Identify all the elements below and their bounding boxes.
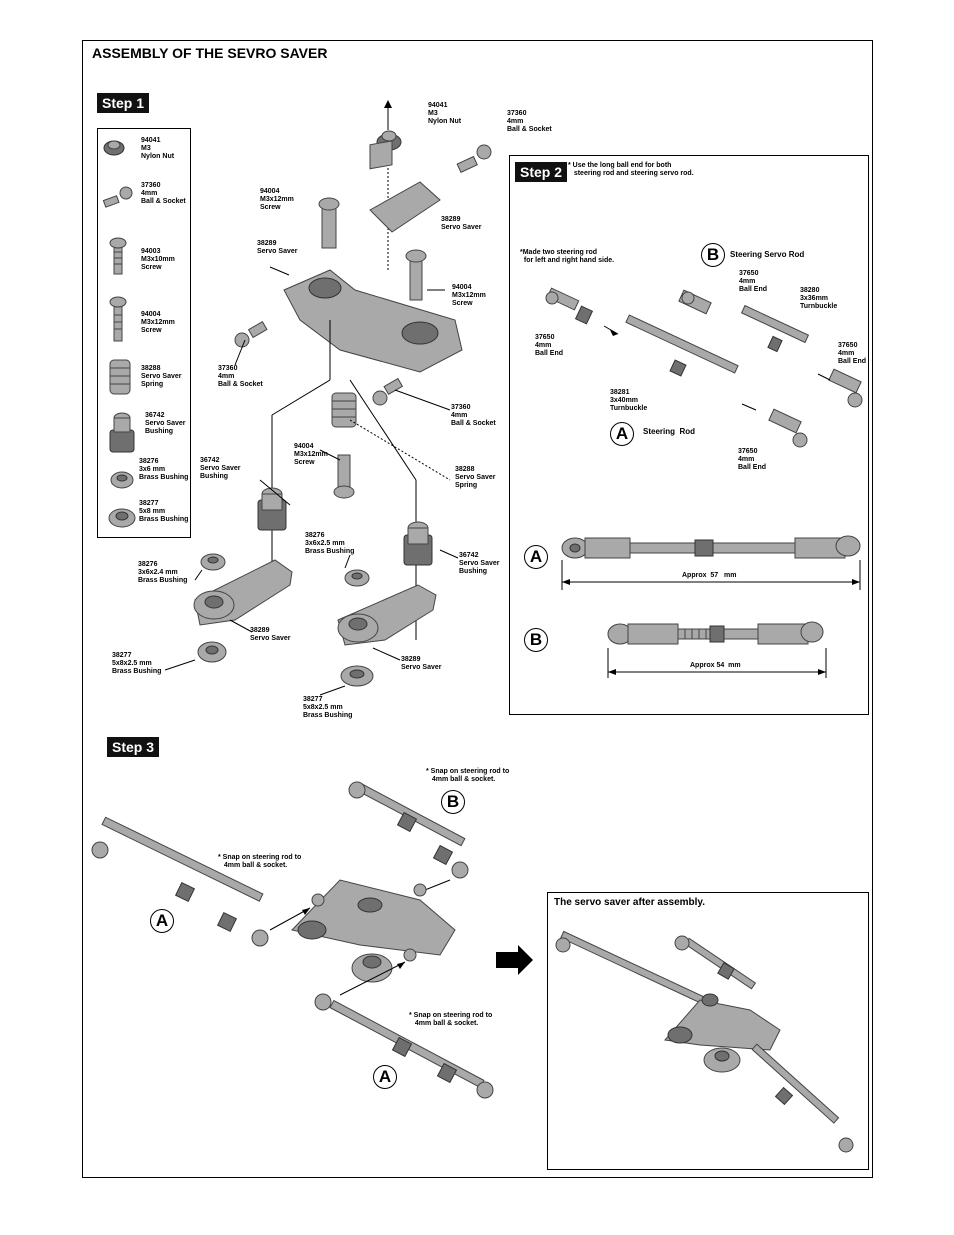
callout-ball-socket-top: 37360 4mm Ball & Socket	[507, 110, 552, 133]
callout-nylon-nut: 94041 M3 Nylon Nut	[428, 102, 462, 125]
parts-list-spring: 38288 Servo Saver Spring	[141, 365, 181, 389]
letter-a-step3-bottom: A	[373, 1065, 397, 1089]
snap-note-top: * Snap on steering rod to 4mm ball & soc…	[426, 768, 510, 783]
after-assembly-title: The servo saver after assembly.	[554, 897, 706, 908]
part-number: 94003	[141, 248, 161, 255]
step2-box	[509, 155, 869, 715]
part-desc: 4mm Ball & Socket	[141, 190, 186, 205]
callout-screw-a: 94004 M3x12mm Screw	[260, 188, 294, 211]
part-number: 94041	[141, 137, 161, 144]
callout-ball-end-b-right: 37650 4mm Ball End	[838, 342, 867, 365]
snap-note-left: * Snap on steering rod to 4mm ball & soc…	[218, 854, 302, 869]
measure-a-text: Approx 57 mm	[682, 572, 737, 579]
part-number: 38277	[139, 500, 159, 507]
letter-b-step3: B	[441, 790, 465, 814]
callout-ball-socket-left: 37360 4mm Ball & Socket	[218, 365, 263, 388]
step3-exploded	[91, 781, 533, 1099]
parts-list-screw-12: 94004 M3x12mm Screw	[141, 311, 175, 335]
parts-list-nylon-nut: 94041 M3 Nylon Nut	[141, 137, 174, 161]
step1-exploded-view	[164, 100, 492, 696]
part-desc: M3x10mm Screw	[141, 256, 175, 271]
callout-servo-saver-top: 38289 Servo Saver	[441, 216, 482, 231]
part-number: 38276	[139, 458, 159, 465]
callout-servo-saver-bl: 38289 Servo Saver	[250, 627, 291, 642]
step2-rod-a-measure	[561, 535, 861, 590]
parts-list-bushing: 36742 Servo Saver Bushing	[145, 412, 185, 436]
letter-a-measure: A	[524, 545, 548, 569]
parts-list-brass-3x6: 38276 3x6 mm Brass Bushing	[139, 458, 188, 482]
parts-list-brass-5x8: 38277 5x8 mm Brass Bushing	[139, 500, 188, 524]
servo-rod-title: Steering Servo Rod	[730, 250, 805, 259]
callout-ball-end-a-bottom: 37650 4mm Ball End	[738, 448, 767, 471]
after-assembly-box	[547, 892, 869, 1170]
callout-brass-mid: 38276 3x6x2.5 mm Brass Bushing	[305, 532, 355, 555]
callout-bushing-left: 36742 Servo Saver Bushing	[200, 457, 241, 480]
part-desc: 5x8 mm Brass Bushing	[139, 508, 189, 523]
step2-rods	[545, 287, 863, 448]
callout-ball-end-tl: 37650 4mm Ball End	[739, 270, 768, 293]
page-frame	[82, 40, 873, 1178]
letter-a-step3-left: A	[150, 909, 174, 933]
part-desc: Servo Saver Bushing	[145, 420, 186, 435]
callout-brass-br: 38277 5x8x2.5 mm Brass Bushing	[303, 696, 353, 719]
letter-b-circle: B	[701, 243, 725, 267]
part-number: 94004	[141, 311, 161, 318]
part-number: 38288	[141, 365, 161, 372]
parts-list-screw-10: 94003 M3x10mm Screw	[141, 248, 175, 272]
part-desc: M3 Nylon Nut	[141, 145, 175, 160]
callout-bushing-right: 36742 Servo Saver Bushing	[459, 552, 500, 575]
part-desc: Servo Saver Spring	[141, 373, 182, 388]
step2-note-two-rods: *Made two steering rod for left and righ…	[520, 249, 615, 264]
callout-spring: 38288 Servo Saver Spring	[455, 466, 496, 489]
snap-note-bottom: * Snap on steering rod to 4mm ball & soc…	[409, 1012, 493, 1027]
callout-turnbuckle-36: 38280 3x36mm Turnbuckle	[800, 287, 838, 310]
measure-b-text: Approx 54 mm	[690, 662, 741, 669]
step2-badge: Step 2	[515, 162, 568, 182]
callout-ball-socket-right: 37360 4mm Ball & Socket	[451, 404, 496, 427]
callout-servo-saver-left: 38289 Servo Saver	[257, 240, 298, 255]
callout-ball-end-b-left: 37650 4mm Ball End	[535, 334, 564, 357]
callout-screw-b: 94004 M3x12mm Screw	[452, 284, 486, 307]
step2-rod-b-measure	[607, 621, 827, 678]
step3-assembled	[555, 930, 854, 1153]
parts-list-ball-socket: 37360 4mm Ball & Socket	[141, 182, 186, 206]
part-desc: M3x12mm Screw	[141, 319, 175, 334]
step2-note: * Use the long ball end for both steerin…	[568, 162, 694, 177]
callout-servo-saver-br: 38289 Servo Saver	[401, 656, 442, 671]
part-desc: 3x6 mm Brass Bushing	[139, 466, 189, 481]
callout-screw-c: 94004 M3x12mm Screw	[294, 443, 328, 466]
page-title: ASSEMBLY OF THE SEVRO SAVER	[92, 45, 328, 61]
part-number: 36742	[145, 412, 165, 419]
letter-b-measure: B	[524, 628, 548, 652]
part-number: 37360	[141, 182, 161, 189]
callout-brass-bl: 38277 5x8x2.5 mm Brass Bushing	[112, 652, 162, 675]
letter-a-circle: A	[610, 422, 634, 446]
callout-turnbuckle-40: 38281 3x40mm Turnbuckle	[610, 389, 648, 412]
step1-badge: Step 1	[97, 93, 150, 113]
callout-brass-left: 38276 3x6x2.4 mm Brass Bushing	[138, 561, 188, 584]
step3-badge: Step 3	[107, 737, 160, 757]
steering-rod-title: Steering Rod	[643, 427, 696, 436]
parts-list-box	[97, 128, 191, 538]
parts-list-icons	[102, 140, 136, 528]
